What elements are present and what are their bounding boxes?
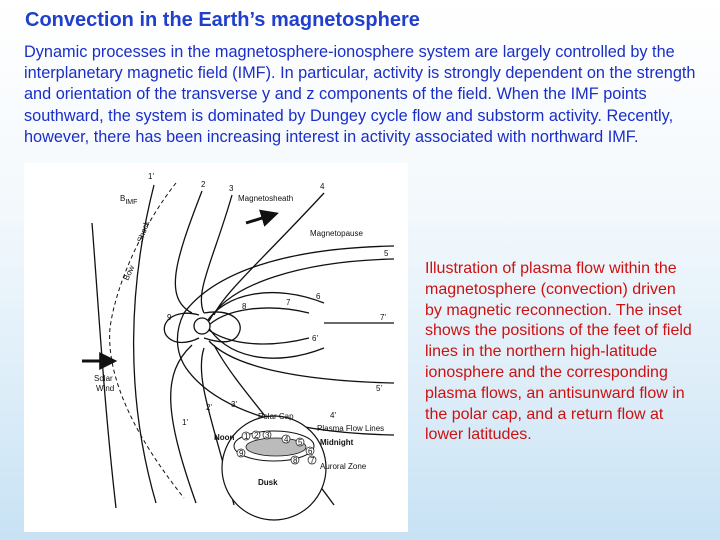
foot-label-6: 6 [308, 447, 313, 456]
foot-label-3: 3 [265, 431, 270, 440]
line-label-1prime-top: 1' [148, 172, 154, 181]
foot-label-7: 7 [310, 456, 315, 465]
foot-label-4: 4 [284, 435, 289, 444]
bow-shock-curve [109, 182, 185, 499]
polar-cap-label: Polar Cap [258, 412, 294, 421]
line-label-1prime-bottom: 1' [182, 418, 188, 427]
line-label-8: 8 [242, 302, 247, 311]
earth-circle [193, 317, 211, 335]
field-line-9 [163, 312, 200, 344]
magnetopause-label: Magnetopause [310, 229, 363, 238]
field-line-5prime [208, 340, 395, 384]
line-label-5prime: 5' [376, 384, 382, 393]
plasma-flow-lines-label: Plasma Flow Lines [317, 424, 384, 433]
solar-wind-label-1: Solar [94, 374, 113, 383]
line-label-3prime: 3' [231, 400, 237, 409]
intro-paragraph: Dynamic processes in the magnetosphere-i… [24, 43, 696, 146]
shock-label: Shock [135, 219, 151, 244]
figure-drawing: BIMF Bow Shock Magnetosheath Magnetopaus… [82, 172, 395, 521]
figure-caption: Illustration of plasma flow within the m… [425, 260, 692, 444]
polar-cap-shading [245, 437, 307, 457]
field-line-imf-left [132, 184, 157, 504]
field-line-2 [170, 190, 203, 504]
line-label-2: 2 [201, 180, 206, 189]
magnetosphere-convection-figure: BIMF Bow Shock Magnetosheath Magnetopaus… [24, 163, 408, 532]
b-imf-label: BIMF [120, 194, 137, 206]
noon-label: Noon [214, 433, 235, 442]
foot-label-9: 9 [239, 449, 244, 458]
line-label-4: 4 [320, 182, 325, 191]
foot-label-1: 1 [244, 432, 249, 441]
slide-title: Convection in the Earth’s magnetosphere [25, 9, 420, 31]
line-label-5: 5 [384, 249, 389, 258]
midnight-label: Midnight [320, 438, 354, 447]
field-line-8 [203, 311, 241, 343]
line-label-4prime: 4' [330, 411, 336, 420]
line-label-9: 9 [167, 313, 172, 322]
bow-label: Bow [122, 264, 137, 282]
line-label-6prime: 6' [312, 334, 318, 343]
line-label-2prime: 2' [206, 403, 212, 412]
field-line-7 [205, 307, 310, 345]
line-label-6: 6 [316, 292, 321, 301]
foot-label-2: 2 [254, 431, 259, 440]
magnetosheath-arrow [245, 209, 279, 227]
solar-wind-label-2: Wind [96, 384, 114, 393]
auroral-zone-label: Auroral Zone [320, 462, 367, 471]
line-label-7: 7 [286, 298, 291, 307]
foot-label-5: 5 [298, 438, 303, 447]
dusk-label: Dusk [258, 478, 278, 487]
line-label-3: 3 [229, 184, 234, 193]
polar-cap-inset: Polar Cap Plasma Flow Lines Noon Midnigh… [214, 412, 384, 521]
magnetosheath-label: Magnetosheath [238, 194, 293, 203]
foot-label-8: 8 [293, 456, 298, 465]
line-label-7prime: 7' [380, 313, 386, 322]
